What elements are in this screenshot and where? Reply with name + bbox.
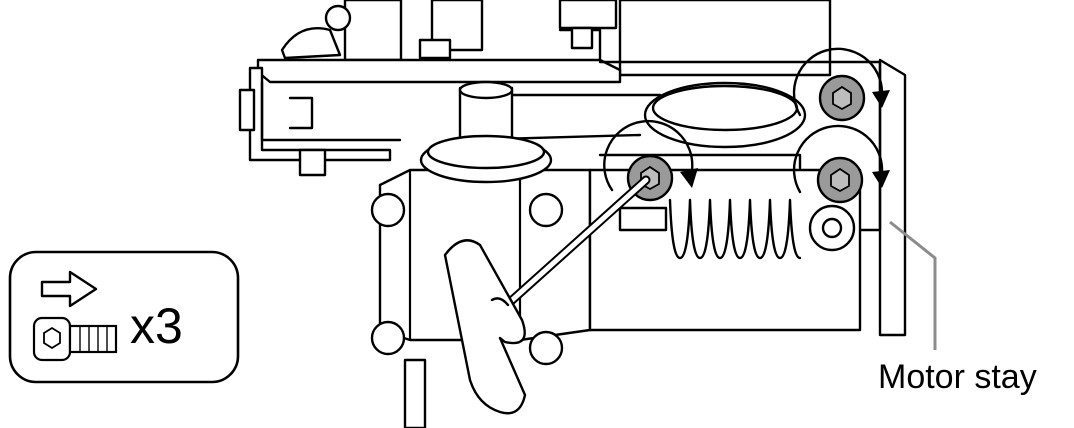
motor-stay-label: Motor stay xyxy=(878,358,1037,396)
hex-bolt-upper-right xyxy=(818,74,866,122)
motor-stay-leader-line xyxy=(889,220,937,350)
quantity-callout: x3 xyxy=(8,250,240,384)
tension-spring xyxy=(618,198,856,260)
machine-illustration xyxy=(238,0,937,428)
quantity-text: x3 xyxy=(130,298,183,354)
removal-arrow-icon xyxy=(40,270,98,308)
hex-bolt-lower-right xyxy=(816,156,864,204)
loosen-arrow-lower-right xyxy=(792,124,890,194)
loosen-arrow-lower-left xyxy=(603,119,698,192)
hex-socket-bolt-icon xyxy=(32,316,118,362)
hex-key-tool xyxy=(443,175,651,415)
loosen-arrow-upper-right xyxy=(792,47,890,117)
bracket-plate xyxy=(238,58,622,177)
side-plate xyxy=(598,58,907,337)
